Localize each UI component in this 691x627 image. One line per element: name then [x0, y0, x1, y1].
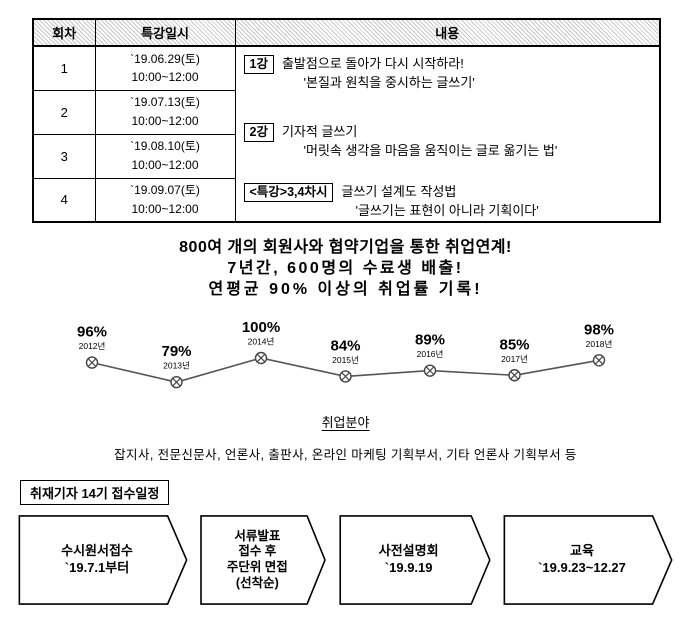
lecture-table-section: 회차 특강일시 내용 1 `19.06.29(토) 10:00~12:00 1강… — [32, 18, 661, 223]
session-time: 10:00~12:00 — [131, 201, 199, 216]
step-line: `19.9.23~12.27 — [538, 560, 626, 575]
lecture-item: 2강 기자적 글쓰기 '머릿속 생각을 마음을 움직이는 글로 옮기는 법' — [243, 123, 656, 161]
lecture-item: 1강 출발점으로 돌아가 다시 시작하라! '본질과 원칙을 중시하는 글쓰기' — [243, 55, 656, 93]
table-row: 1 `19.06.29(토) 10:00~12:00 1강 출발점으로 돌아가 다… — [32, 45, 661, 223]
arrow-shape-icon — [200, 515, 326, 605]
headline-line3: 연평균 90% 이상의 취업률 기록! — [208, 281, 483, 298]
chart-value-label: 98% — [584, 321, 614, 338]
step-line: 사전설명회 — [378, 543, 439, 559]
chart-value-label: 100% — [242, 319, 280, 336]
chart-title: 취업분야 — [30, 412, 661, 431]
headline-section: 800여 개의 회원사와 협약기업을 통한 취업연계! 7년간, 600명의 수… — [0, 237, 691, 300]
step-line: 서류발표 — [234, 528, 281, 543]
lecture-subtitle: '머릿속 생각을 마음을 움직이는 글로 옮기는 법' — [303, 142, 558, 158]
lecture-title: 글쓰기 설계도 작성법 — [341, 184, 457, 199]
col-header-session: 회차 — [32, 18, 96, 47]
chart-title-text: 취업분야 — [321, 415, 370, 430]
chart-year-label: 2018년 — [586, 339, 613, 349]
schedule-step-apply: 수시원서접수 `19.7.1부터 — [18, 515, 188, 605]
step-line: 수시원서접수 — [61, 543, 133, 559]
application-schedule-title: 취재기자 14기 접수일정 — [20, 480, 170, 505]
chart-year-label: 2014년 — [248, 337, 275, 347]
chart-value-label: 89% — [415, 332, 445, 349]
session-number: 3 — [32, 133, 96, 179]
arrow-shape-icon — [503, 515, 673, 605]
lecture-schedule-table: 회차 특강일시 내용 1 `19.06.29(토) 10:00~12:00 1강… — [32, 18, 661, 223]
chart-value-label: 96% — [77, 324, 107, 341]
schedule-step-education: 교육 `19.9.23~12.27 — [503, 515, 673, 605]
lecture-title: 기자적 글쓰기 — [281, 124, 358, 139]
session-date: `19.08.10(토) — [130, 139, 200, 154]
arrow-shape-icon — [339, 515, 491, 605]
lecture-tag: 1강 — [243, 55, 274, 74]
session-date: `19.07.13(토) — [130, 95, 200, 110]
step-line: 접수 후 — [238, 544, 277, 559]
arrow-shape-icon — [18, 515, 188, 605]
application-steps: 수시원서접수 `19.7.1부터 서류발표 접수 후 주단위 면접 (선착순) … — [18, 515, 673, 605]
step-text: 교육 `19.9.23~12.27 — [503, 515, 673, 605]
session-number: 4 — [32, 177, 96, 223]
session-time: 10:00~12:00 — [131, 114, 199, 128]
headline-line2: 7년간, 600명의 수료생 배출! — [227, 260, 464, 277]
session-time: 10:00~12:00 — [131, 70, 199, 85]
table-header-row: 회차 특강일시 내용 — [32, 18, 661, 47]
session-datetime: `19.08.10(토) 10:00~12:00 — [94, 133, 236, 179]
session-date: `19.09.07(토) — [130, 183, 200, 198]
table-row: 3 `19.08.10(토) 10:00~12:00 — [32, 133, 660, 179]
step-line: (선착순) — [235, 575, 279, 590]
session-datetime: `19.09.07(토) 10:00~12:00 — [94, 177, 236, 223]
chart-year-label: 2017년 — [501, 354, 528, 364]
lecture-item: <특강>3,4차시 글쓰기 설계도 작성법 '글쓰기는 표현이 아니라 기획이다' — [243, 183, 656, 221]
session-time: 10:00~12:00 — [131, 158, 199, 172]
table-row: 4 `19.09.07(토) 10:00~12:00 — [32, 177, 660, 223]
chart-value-label: 84% — [330, 337, 360, 354]
session-datetime: `19.07.13(토) 10:00~12:00 — [94, 89, 236, 135]
col-header-datetime: 특강일시 — [94, 18, 236, 47]
session-number: 2 — [32, 89, 96, 135]
lecture-tag: <특강>3,4차시 — [243, 183, 334, 202]
employment-rate-chart-section: 96%2012년 79%2013년 100%2014년 84%2015년 89%2016… — [30, 308, 661, 463]
lecture-title: 출발점으로 돌아가 다시 시작하라! — [281, 56, 464, 71]
lecture-subtitle: '글쓰기는 표현이 아니라 기획이다' — [355, 202, 539, 218]
chart-year-label: 2016년 — [417, 349, 444, 359]
headline-line1: 800여 개의 회원사와 협약기업을 통한 취업연계! — [179, 239, 512, 256]
chart-year-label: 2012년 — [79, 341, 106, 351]
chart-year-label: 2013년 — [163, 361, 190, 371]
lecture-subtitle: '본질과 원칙을 중시하는 글쓰기' — [303, 74, 475, 90]
step-line: `19.7.1부터 — [64, 560, 130, 575]
step-text: 사전설명회 `19.9.19 — [339, 515, 491, 605]
chart-year-label: 2015년 — [332, 355, 359, 365]
session-date: `19.06.29(토) — [130, 51, 200, 66]
step-line: 교육 — [570, 543, 594, 559]
employment-rate-line-chart: 96%2012년 79%2013년 100%2014년 84%2015년 89%2016… — [77, 319, 614, 389]
lecture-tag: 2강 — [243, 123, 274, 142]
session-datetime: `19.06.29(토) 10:00~12:00 — [94, 45, 236, 91]
step-text: 수시원서접수 `19.7.1부터 — [18, 515, 188, 605]
session-number: 1 — [32, 45, 96, 91]
schedule-step-screening: 서류발표 접수 후 주단위 면접 (선착순) — [200, 515, 326, 605]
schedule-step-orientation: 사전설명회 `19.9.19 — [339, 515, 491, 605]
employment-fields-list: 잡지사, 전문신문사, 언론사, 출판사, 온라인 마케팅 기획부서, 기타 언… — [114, 448, 577, 462]
step-text: 서류발표 접수 후 주단위 면접 (선착순) — [200, 515, 326, 605]
chart-value-label: 85% — [499, 336, 529, 353]
step-line: 주단위 면접 — [226, 560, 288, 574]
step-line: `19.9.19 — [384, 560, 433, 575]
chart-value-label: 79% — [161, 343, 191, 360]
col-header-content: 내용 — [234, 18, 661, 47]
